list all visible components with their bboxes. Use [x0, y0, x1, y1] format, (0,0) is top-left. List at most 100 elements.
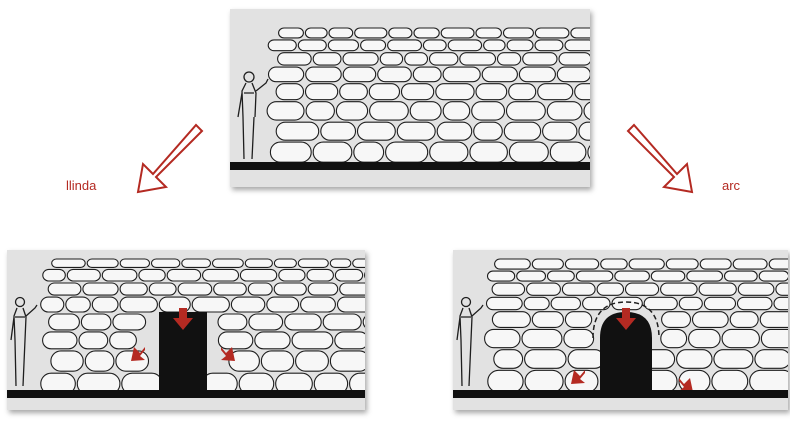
- stone: [738, 297, 773, 309]
- stone: [474, 122, 503, 140]
- stone: [662, 312, 691, 328]
- stone: [443, 102, 470, 120]
- stone: [755, 350, 788, 369]
- stone: [559, 53, 590, 65]
- stone: [517, 271, 546, 281]
- stone: [285, 314, 322, 330]
- stone: [307, 269, 333, 281]
- stone: [774, 297, 788, 309]
- stone: [714, 350, 753, 369]
- stone: [85, 351, 114, 371]
- stone: [261, 351, 293, 371]
- stone: [492, 312, 530, 328]
- stone: [361, 40, 386, 51]
- stone: [437, 122, 472, 140]
- arch-wall-drawing: [453, 250, 788, 410]
- stone: [355, 28, 387, 38]
- stone: [588, 142, 590, 162]
- stone: [769, 259, 788, 269]
- stone: [485, 329, 520, 347]
- stone: [267, 297, 299, 312]
- stone: [484, 40, 506, 51]
- stone: [699, 283, 736, 295]
- stone: [120, 283, 147, 295]
- person-figure-icon: [11, 298, 37, 387]
- stone: [651, 271, 685, 281]
- stone: [386, 142, 428, 162]
- stone: [48, 283, 81, 295]
- stone: [370, 102, 409, 120]
- stone: [579, 122, 590, 140]
- stone: [733, 259, 767, 269]
- stone: [410, 102, 441, 120]
- stone: [626, 283, 659, 295]
- stone: [249, 314, 283, 330]
- stone: [661, 283, 698, 295]
- stone: [509, 142, 548, 162]
- stone: [482, 67, 517, 82]
- stone: [192, 297, 229, 312]
- stone: [498, 53, 521, 65]
- stone: [687, 271, 723, 281]
- stone: [330, 351, 365, 371]
- stone: [87, 259, 118, 267]
- stone: [92, 297, 118, 312]
- stone: [245, 259, 272, 267]
- stone: [712, 370, 748, 392]
- stone: [760, 312, 788, 328]
- stone: [615, 271, 650, 281]
- stone: [535, 28, 569, 38]
- stone: [110, 332, 137, 349]
- stone: [538, 84, 573, 100]
- stone: [66, 297, 91, 312]
- stone: [532, 312, 563, 328]
- stone: [269, 67, 304, 82]
- stone: [292, 332, 333, 349]
- stone: [116, 351, 149, 371]
- stone: [321, 122, 356, 140]
- ground-line: [7, 390, 365, 398]
- stone: [298, 40, 326, 51]
- stone: [363, 314, 365, 330]
- stone: [81, 314, 111, 330]
- stone: [576, 271, 612, 281]
- stone: [776, 283, 788, 295]
- stone: [413, 67, 441, 82]
- stone: [562, 283, 595, 295]
- stone: [495, 259, 531, 269]
- stone: [565, 40, 590, 51]
- stone: [738, 283, 774, 295]
- stone: [644, 297, 677, 309]
- stone: [330, 259, 351, 267]
- arrow-to-arch-icon: [624, 122, 696, 196]
- lintel-wall-drawing: [7, 250, 365, 410]
- stone: [335, 332, 365, 349]
- stone: [472, 102, 505, 120]
- lintel-wall-panel: [7, 250, 365, 410]
- stone: [306, 102, 334, 120]
- stone: [203, 269, 239, 281]
- stone: [255, 332, 290, 349]
- stone: [102, 269, 137, 281]
- stone: [278, 53, 312, 65]
- stone: [547, 102, 582, 120]
- stone: [276, 84, 303, 100]
- stone: [313, 53, 341, 65]
- stone: [597, 283, 623, 295]
- stone: [328, 40, 358, 51]
- stone: [525, 370, 563, 392]
- stone: [397, 122, 435, 140]
- stone: [218, 332, 252, 349]
- stone: [405, 53, 428, 65]
- stone: [248, 283, 272, 295]
- stone: [488, 271, 515, 281]
- stone: [49, 314, 80, 330]
- stone: [423, 40, 446, 51]
- stone: [240, 269, 276, 281]
- stone: [550, 142, 586, 162]
- stone: [358, 122, 396, 140]
- stone: [270, 142, 311, 162]
- stone: [167, 269, 200, 281]
- stone: [525, 350, 566, 369]
- stone: [267, 102, 304, 120]
